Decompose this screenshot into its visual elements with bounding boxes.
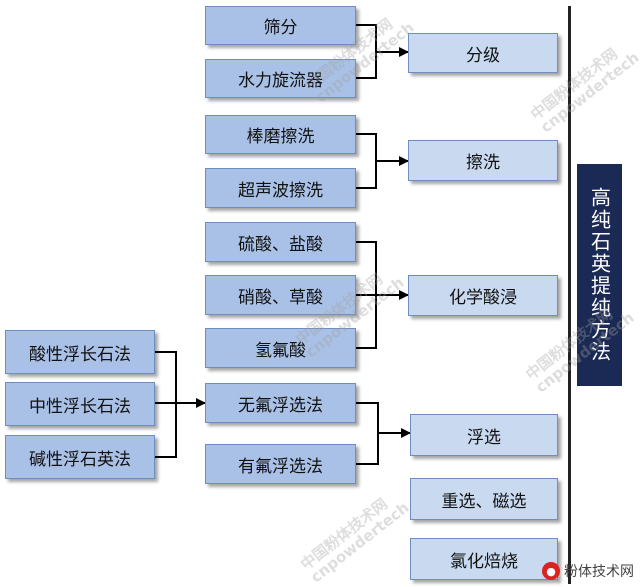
method-box-ultrasonic-scrubbing: 超声波擦洗: [205, 168, 356, 208]
method-box-fluorine-free-flotation: 无氟浮选法: [205, 383, 356, 423]
wechat-icon: ●: [542, 562, 560, 580]
sub-method-box-alkaline-quartz: 碱性浮石英法: [5, 435, 155, 479]
diagram-title: 高纯石英提纯方法: [577, 164, 622, 386]
method-box-sieving: 筛分: [205, 6, 356, 45]
result-box-scrubbing: 擦洗: [408, 140, 558, 181]
sub-method-box-acidic-feldspar: 酸性浮长石法: [5, 330, 155, 374]
sub-method-box-neutral-feldspar: 中性浮长石法: [5, 382, 155, 426]
result-box-classification: 分级: [408, 33, 558, 73]
result-box-acid-leaching: 化学酸浸: [408, 275, 558, 316]
method-box-rod-scrubbing: 棒磨擦洗: [205, 115, 356, 154]
result-box-chlorination-roasting: 氯化焙烧: [410, 538, 558, 580]
result-box-flotation: 浮选: [410, 414, 558, 456]
method-box-nitric-oxalic: 硝酸、草酸: [205, 275, 356, 315]
vertical-divider: [568, 6, 571, 584]
source-badge-label: 粉体技术网: [564, 564, 634, 580]
method-box-fluorine-flotation: 有氟浮选法: [205, 444, 356, 484]
method-box-sulfuric-hydrochloric: 硫酸、盐酸: [205, 222, 356, 262]
source-badge: ● 粉体技术网: [542, 561, 634, 581]
method-box-hydrofluoric: 氢氟酸: [205, 328, 356, 368]
method-box-hydrocyclone: 水力旋流器: [205, 59, 356, 98]
result-box-gravity-magnetic: 重选、磁选: [410, 478, 558, 520]
